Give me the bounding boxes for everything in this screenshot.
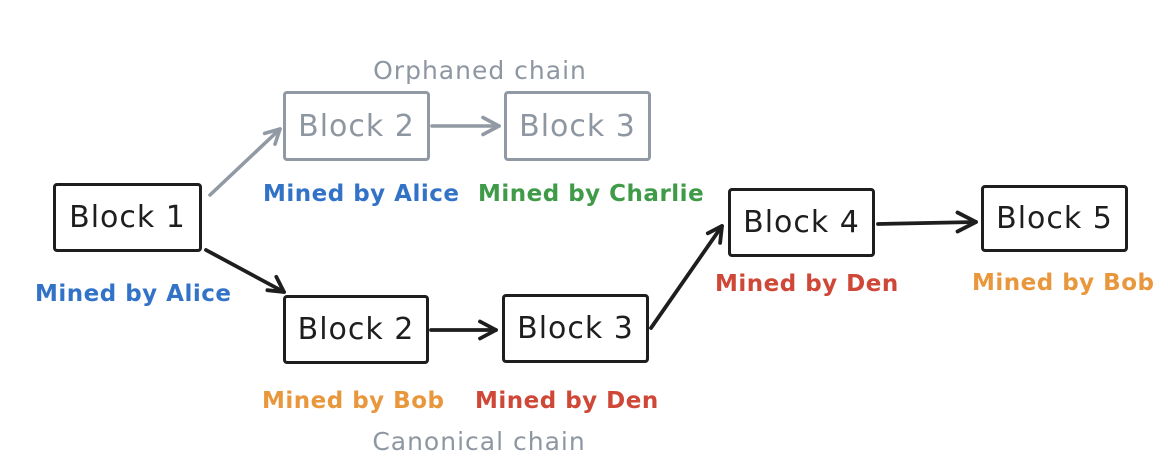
miner-label-block1: Mined by Alice [35,281,232,307]
orphan-block-3: Block 3 [504,91,651,161]
orphan-block-2: Block 2 [283,91,430,161]
arrow-block4-to-block5 [876,210,978,234]
arrow-block1-to-orphan-block2 [208,127,282,197]
block-4: Block 4 [728,188,875,257]
miner-label-canon-block3: Mined by Den [475,388,659,414]
arrow-canon-block3-to-block4 [649,224,724,330]
orphaned-chain-title: Orphaned chain [373,56,587,85]
miner-label-block4: Mined by Den [715,271,899,297]
miner-label-block5: Mined by Bob [972,270,1155,296]
canon-block-2: Block 2 [283,295,429,364]
canonical-chain-title: Canonical chain [372,427,586,456]
canon-block-3: Block 3 [502,294,649,363]
arrow-canon-block2-to-block3 [429,319,498,341]
block-1: Block 1 [53,183,202,252]
miner-label-orphan-block3: Mined by Charlie [478,181,705,207]
arrow-block1-to-canon-block2 [204,248,286,294]
miner-label-canon-block2: Mined by Bob [262,388,445,414]
arrow-orphan-block2-to-block3 [430,115,501,137]
block-5: Block 5 [981,185,1128,252]
miner-label-orphan-block2: Mined by Alice [263,181,460,207]
